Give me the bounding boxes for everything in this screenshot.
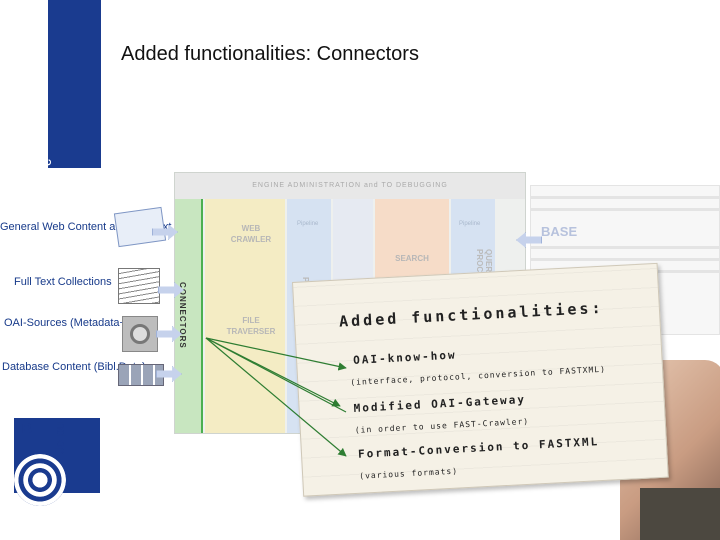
brand-logo (14, 418, 100, 506)
pipeline-label: Pipeline (297, 221, 319, 227)
brand-bar: c (38, 0, 101, 168)
globe-icon (14, 454, 66, 506)
slide-title: Added functionalities: Connectors (121, 43, 419, 65)
connectors-label: CONNECTORS (178, 282, 187, 349)
source-label-fulltext: Full Text Collections (14, 276, 112, 288)
document-stack-icon (118, 268, 160, 304)
query-processing-label: QUERY & PROCE (475, 249, 493, 286)
link-line (205, 337, 347, 457)
brand-letters: B (22, 420, 33, 436)
web-crawler-label: WEB CRAWLER (230, 224, 272, 244)
search-label: SEARCH (395, 254, 429, 263)
connector-column (175, 199, 203, 433)
disc-icon (122, 316, 158, 352)
browser-logo: BASE (541, 224, 578, 239)
file-traverser-label: FILE TRAVERSER (226, 316, 276, 336)
source-label-database: Database Content (Bibl.Data) (2, 361, 146, 373)
link-line (205, 337, 347, 413)
admin-band: ENGINE ADMINISTRATION and TO DEBUGGING (175, 173, 525, 199)
pipeline-label-2: Pipeline (459, 221, 481, 227)
doc-processing-label: P (301, 277, 310, 283)
link-line (205, 337, 347, 371)
sleeve-cuff (640, 488, 720, 540)
